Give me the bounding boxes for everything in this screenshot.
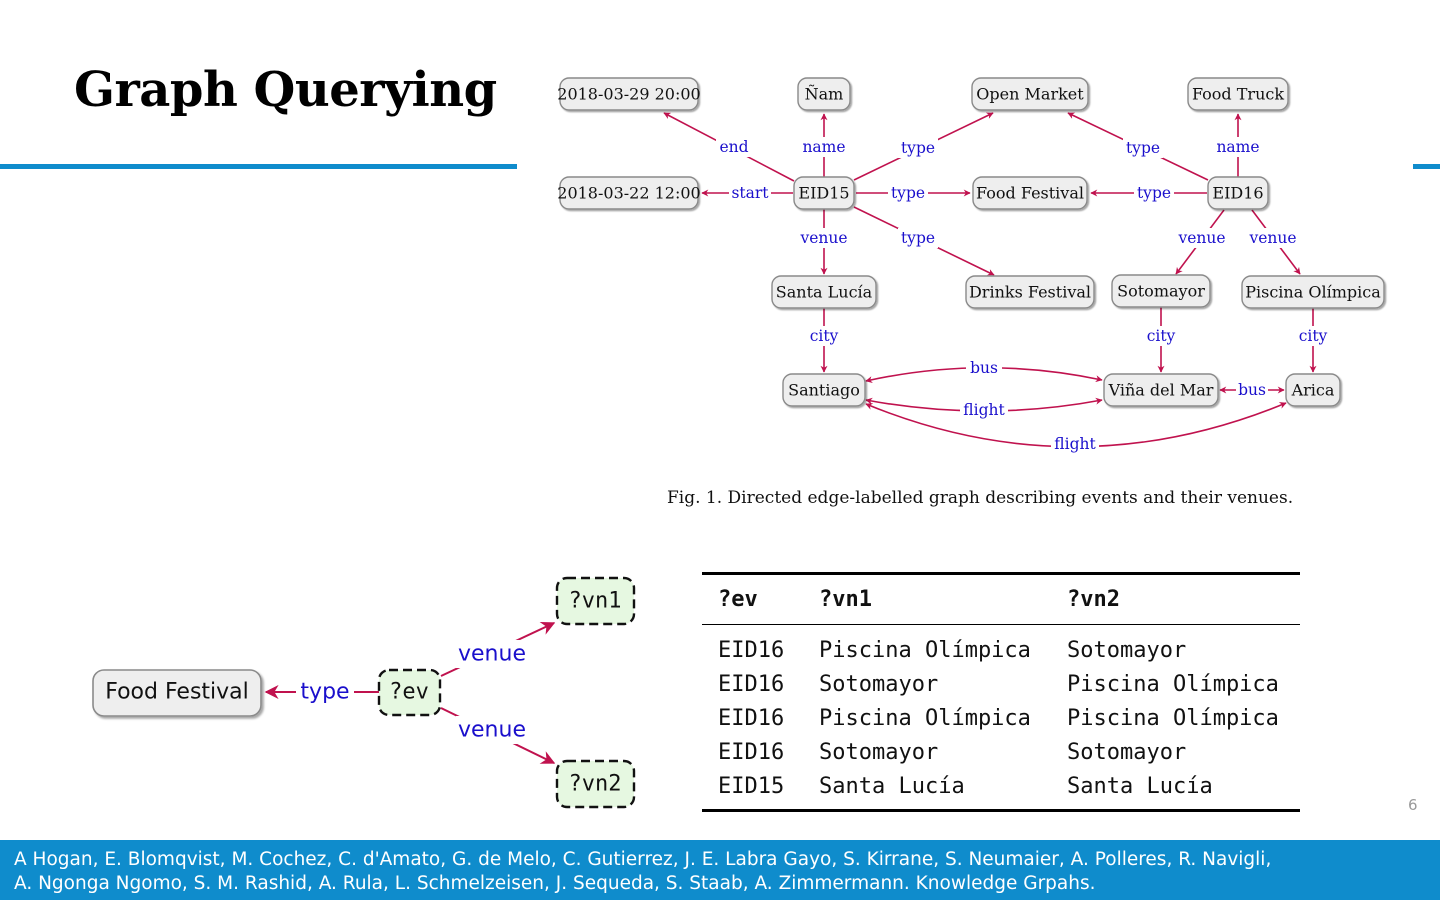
svg-text:EID15: EID15 xyxy=(798,184,849,203)
svg-text:?vn1: ?vn1 xyxy=(569,589,622,614)
svg-text:EID16: EID16 xyxy=(1212,184,1263,203)
label-bus-santiago-vina: bus xyxy=(970,359,998,377)
label-name-eid16: name xyxy=(1216,138,1259,156)
cell-vn2: Sotomayor xyxy=(1067,739,1187,765)
table-row: EID16 Sotomayor Sotomayor xyxy=(702,735,1300,769)
cell-vn1: Sotomayor xyxy=(819,671,939,697)
node-drinks-festival: Drinks Festival xyxy=(965,275,1095,309)
query-graph: type venue venue Food Festival ?ev ?vn1 … xyxy=(92,576,636,809)
svg-text:Ñam: Ñam xyxy=(805,84,844,104)
node-eid15: EID15 xyxy=(793,176,855,210)
node-date-start: 2018-03-22 12:00 xyxy=(557,176,701,210)
node-eid16: EID16 xyxy=(1207,176,1269,210)
column-header-vn1: ?vn1 xyxy=(803,572,1051,625)
column-header-vn2: ?vn2 xyxy=(1051,572,1300,625)
cell-vn2: Piscina Olímpica xyxy=(1067,671,1279,697)
svg-text:Food Truck: Food Truck xyxy=(1192,85,1284,104)
label-flight-santiago-arica: flight xyxy=(1054,435,1096,453)
query-label-venue-2: venue xyxy=(458,718,526,743)
svg-text:Santiago: Santiago xyxy=(788,381,860,400)
cell-ev: EID16 xyxy=(718,637,785,663)
label-start: start xyxy=(731,184,769,202)
figure1-edge-labels: end name type type name start type type … xyxy=(716,137,1333,454)
cell-vn1: Sotomayor xyxy=(819,739,939,765)
label-city-piscina: city xyxy=(1299,327,1328,345)
table-row: EID16 Sotomayor Piscina Olímpica xyxy=(702,667,1300,701)
slide-title: Graph Querying xyxy=(74,62,497,118)
label-type-eid16-open-market: type xyxy=(1126,139,1160,157)
svg-text:Drinks Festival: Drinks Festival xyxy=(969,283,1091,302)
node-nam: Ñam xyxy=(797,77,851,111)
svg-text:Open Market: Open Market xyxy=(976,85,1084,104)
label-name-eid15: name xyxy=(802,138,845,156)
table-row: EID16 Piscina Olímpica Sotomayor xyxy=(702,625,1300,668)
table-row: EID16 Piscina Olímpica Piscina Olímpica xyxy=(702,701,1300,735)
page-number: 6 xyxy=(1408,796,1418,814)
cell-ev: EID16 xyxy=(718,671,785,697)
column-header-ev: ?ev xyxy=(702,572,803,625)
label-city-santa-lucia: city xyxy=(810,327,839,345)
cell-vn2: Sotomayor xyxy=(1067,637,1187,663)
node-arica: Arica xyxy=(1285,373,1341,407)
label-venue-eid16-sotomayor: venue xyxy=(1177,229,1225,247)
label-type-eid15-open-market: type xyxy=(901,139,935,157)
svg-text:Arica: Arica xyxy=(1291,381,1335,400)
label-flight-santiago-vina: flight xyxy=(963,401,1005,419)
figure1-nodes: 2018-03-29 20:00 Ñam Open Market Food Tr… xyxy=(557,77,1385,407)
cell-vn1: Piscina Olímpica xyxy=(819,705,1031,731)
node-food-truck: Food Truck xyxy=(1187,77,1289,111)
svg-text:2018-03-22 12:00: 2018-03-22 12:00 xyxy=(557,184,700,203)
footer-line-1: A Hogan, E. Blomqvist, M. Cochez, C. d'A… xyxy=(14,849,1272,870)
node-santa-lucia: Santa Lucía xyxy=(771,275,877,309)
svg-text:Sotomayor: Sotomayor xyxy=(1117,282,1205,301)
cell-ev: EID16 xyxy=(718,705,785,731)
svg-text:Food Festival: Food Festival xyxy=(976,184,1084,203)
node-food-festival: Food Festival xyxy=(972,176,1088,210)
label-type-eid15-food-festival: type xyxy=(891,184,925,202)
label-end: end xyxy=(719,138,748,156)
svg-text:2018-03-29 20:00: 2018-03-29 20:00 xyxy=(557,85,700,104)
query-label-type: type xyxy=(300,680,349,705)
node-piscina-olimpica: Piscina Olímpica xyxy=(1241,275,1385,309)
svg-text:Piscina Olímpica: Piscina Olímpica xyxy=(1245,283,1381,302)
svg-text:Santa Lucía: Santa Lucía xyxy=(776,283,873,302)
label-type-eid16-food-festival: type xyxy=(1137,184,1171,202)
label-city-sotomayor: city xyxy=(1147,327,1176,345)
title-rule-right xyxy=(1413,164,1440,169)
node-santiago: Santiago xyxy=(782,373,866,407)
label-venue-eid15: venue xyxy=(799,229,847,247)
label-type-drinks: type xyxy=(901,229,935,247)
node-vina-del-mar: Viña del Mar xyxy=(1103,373,1219,407)
cell-ev: EID16 xyxy=(718,739,785,765)
query-node-ev: ?ev xyxy=(377,668,442,717)
cell-vn2: Piscina Olímpica xyxy=(1067,705,1279,731)
cell-vn1: Santa Lucía xyxy=(803,769,1051,812)
figure-caption: Fig. 1. Directed edge-labelled graph des… xyxy=(667,488,1294,508)
svg-text:?vn2: ?vn2 xyxy=(569,772,622,797)
node-date-end: 2018-03-29 20:00 xyxy=(557,77,701,111)
label-venue-eid16-piscina: venue xyxy=(1248,229,1296,247)
cell-ev: EID15 xyxy=(702,769,803,812)
query-results-table: ?ev ?vn1 ?vn2 EID16 Piscina Olímpica Sot… xyxy=(702,572,1300,812)
title-rule-left xyxy=(0,164,517,169)
query-node-food-festival: Food Festival xyxy=(92,669,262,717)
cell-vn1: Piscina Olímpica xyxy=(819,637,1031,663)
svg-text:Food Festival: Food Festival xyxy=(105,680,249,705)
footer-citation: A Hogan, E. Blomqvist, M. Cochez, C. d'A… xyxy=(0,840,1440,900)
node-sotomayor: Sotomayor xyxy=(1111,274,1211,308)
table-header-row: ?ev ?vn1 ?vn2 xyxy=(702,572,1300,625)
cell-vn2: Santa Lucía xyxy=(1051,769,1300,812)
label-bus-vina-arica: bus xyxy=(1238,381,1266,399)
table-row: EID15 Santa Lucía Santa Lucía xyxy=(702,769,1300,812)
svg-text:Viña del Mar: Viña del Mar xyxy=(1108,381,1214,400)
footer-line-2: A. Ngonga Ngomo, S. M. Rashid, A. Rula, … xyxy=(14,873,1096,894)
node-open-market: Open Market xyxy=(971,77,1089,111)
query-node-vn1: ?vn1 xyxy=(555,576,636,626)
svg-text:?ev: ?ev xyxy=(389,680,429,705)
query-node-vn2: ?vn2 xyxy=(555,759,636,809)
query-label-venue-1: venue xyxy=(458,642,526,667)
